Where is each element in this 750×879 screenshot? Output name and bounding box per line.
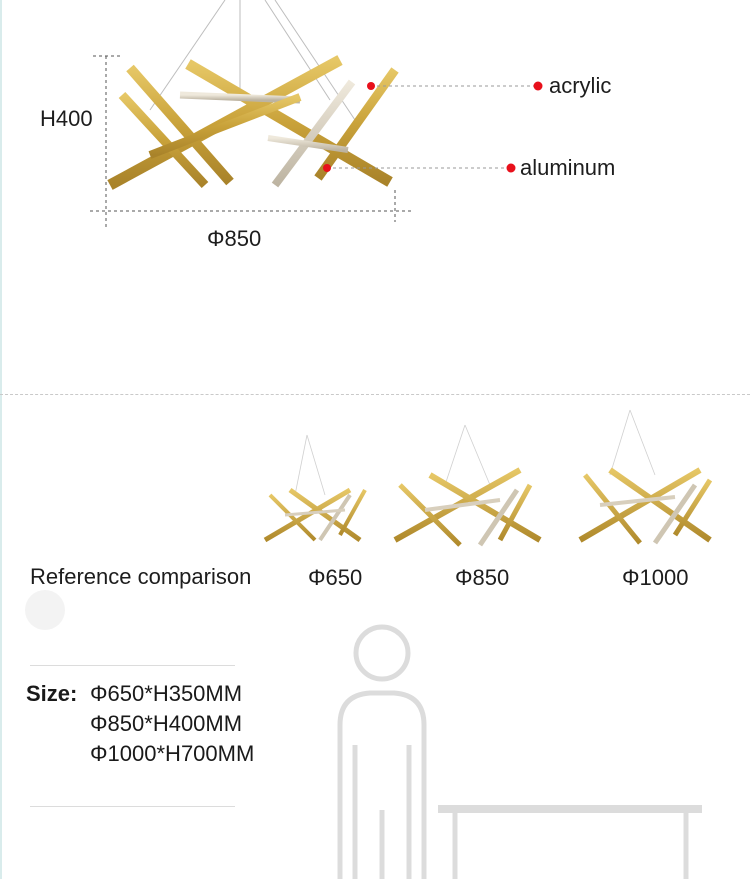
section-divider (0, 394, 750, 395)
comparison-size-1000: Φ1000 (622, 565, 689, 590)
material-markers (323, 81, 543, 173)
left-edge-line (0, 0, 2, 879)
chandelier-650-image (263, 434, 367, 543)
size-spec-value-1000: Φ1000*H700MM (90, 741, 255, 766)
comparison-size-850: Φ850 (455, 565, 510, 590)
aluminum-marker-point (323, 164, 331, 172)
height-dimension-label: H400 (40, 106, 93, 131)
diameter-dimension-label: Φ850 (207, 226, 262, 251)
size-spec-top-rule (30, 665, 235, 666)
acrylic-label-dot (533, 81, 543, 91)
table-icon (438, 805, 702, 879)
aluminum-label: aluminum (520, 155, 616, 180)
size-spec-bottom-rule (30, 806, 235, 807)
faint-circle-decoration (25, 590, 65, 630)
acrylic-marker-point (367, 82, 375, 90)
chandelier-1000-image (578, 409, 713, 545)
size-spec-value-650: Φ650*H350MM (90, 681, 243, 706)
human-silhouette-icon (337, 624, 427, 879)
chandelier-850-image (393, 424, 542, 547)
size-spec-value-850: Φ850*H400MM (90, 711, 243, 736)
size-spec-key: Size: (26, 681, 78, 706)
size-comparison-images (263, 409, 713, 547)
acrylic-label: acrylic (549, 73, 612, 98)
comparison-heading: Reference comparison (30, 564, 252, 589)
human-and-table-scale-illustration (337, 624, 702, 879)
aluminum-label-dot (506, 163, 516, 173)
chandelier-main-image (90, 0, 543, 228)
product-dimension-section: H400 Φ850 acrylic aluminum (0, 0, 750, 395)
comparison-size-650: Φ650 (308, 565, 363, 590)
